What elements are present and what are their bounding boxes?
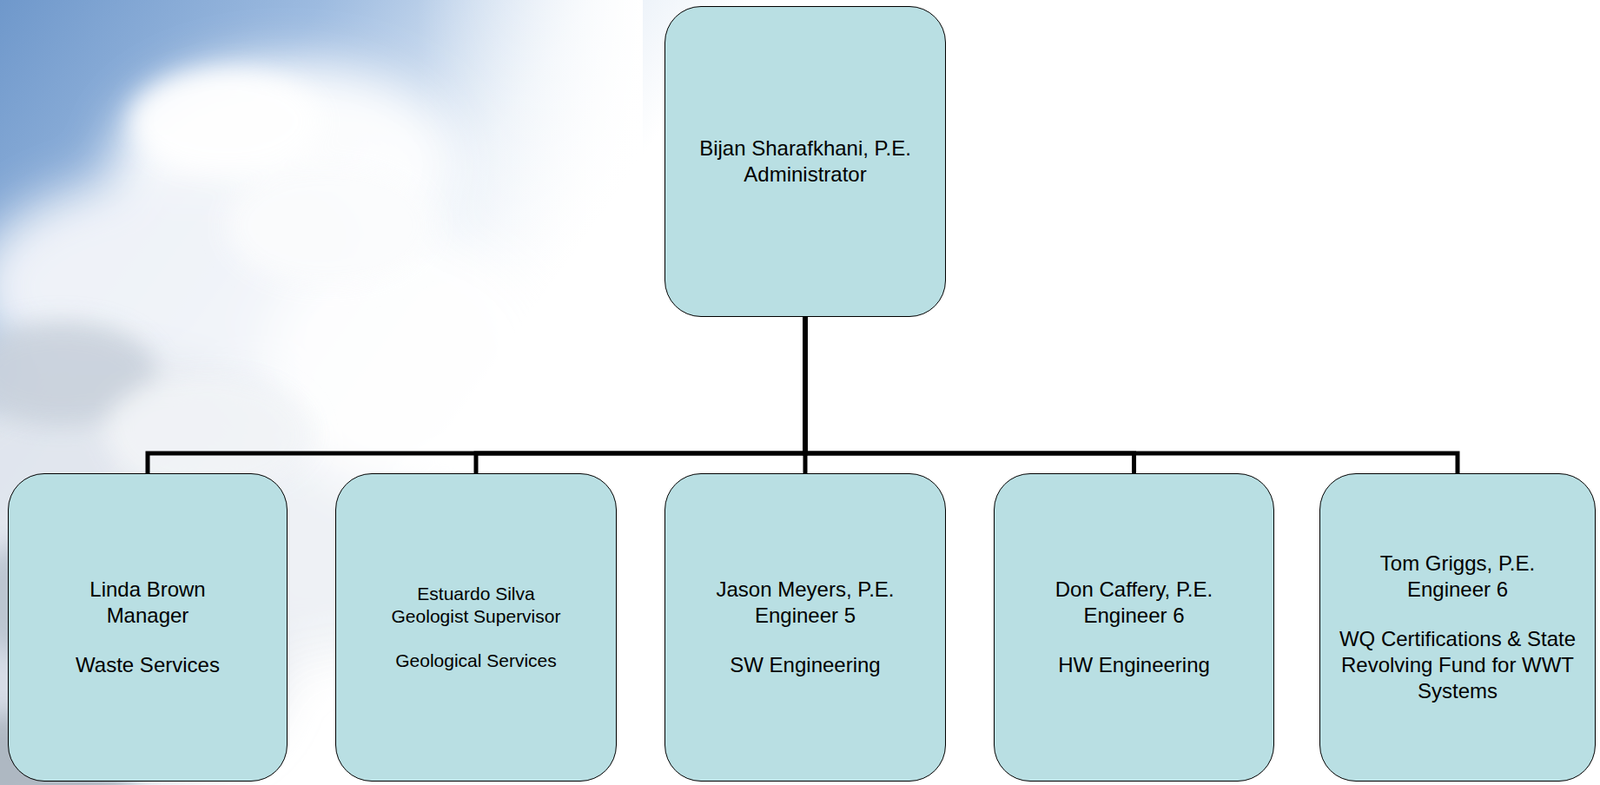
person-name: Tom Griggs, P.E. (1380, 550, 1535, 577)
unit-box: Linda BrownManagerWaste Services (7, 473, 288, 782)
job-title: Administrator (743, 161, 867, 188)
unit-name: WQ Certifications & State Revolving Fund… (1330, 626, 1585, 705)
unit-box: Jason Meyers, P.E.Engineer 5 SW Engineeri… (664, 473, 946, 782)
text-stack: Bijan Sharafkhani, P.E.Administrator (699, 135, 912, 188)
unit-box: Don Caffery, P.E.Engineer 6 HW Engineerin… (993, 473, 1275, 782)
job-title: Manager (106, 602, 190, 629)
person-name: Linda Brown (89, 576, 205, 603)
org-connector (805, 317, 1135, 474)
org-connector (805, 317, 1458, 474)
unit-box: Estuardo SilvaGeologist SupervisorGeolog… (335, 473, 617, 782)
org-connector (476, 317, 806, 474)
unit-name: Waste Services (75, 652, 220, 679)
org-connector (147, 317, 806, 474)
unit-name: Geological Services (395, 649, 557, 673)
job-title: Engineer 6 (1083, 602, 1184, 629)
person-name: Bijan Sharafkhani, P.E. (699, 135, 912, 162)
unit-name: HW Engineering (1057, 652, 1210, 679)
text-stack: Jason Meyers, P.E.Engineer 5 SW Engineeri… (716, 576, 895, 680)
person-name: Estuardo Silva (416, 582, 535, 606)
text-stack: Estuardo SilvaGeologist SupervisorGeolog… (391, 582, 562, 673)
job-title: Geologist Supervisor (391, 605, 562, 629)
person-name: Don Caffery, P.E. (1055, 576, 1213, 603)
text-stack: Tom Griggs, P.E.Engineer 6 WQ Certificati… (1330, 550, 1585, 706)
job-title: Engineer 6 (1407, 576, 1508, 603)
text-stack: Linda BrownManagerWaste Services (75, 576, 220, 680)
job-title: Engineer 5 (754, 602, 856, 629)
text-stack: Don Caffery, P.E.Engineer 6 HW Engineerin… (1055, 576, 1213, 680)
unit-name: SW Engineering (729, 652, 880, 679)
administrator-box: Bijan Sharafkhani, P.E.Administrator (664, 6, 946, 318)
person-name: Jason Meyers, P.E. (716, 576, 895, 603)
unit-box: Tom Griggs, P.E.Engineer 6 WQ Certificati… (1319, 473, 1596, 782)
